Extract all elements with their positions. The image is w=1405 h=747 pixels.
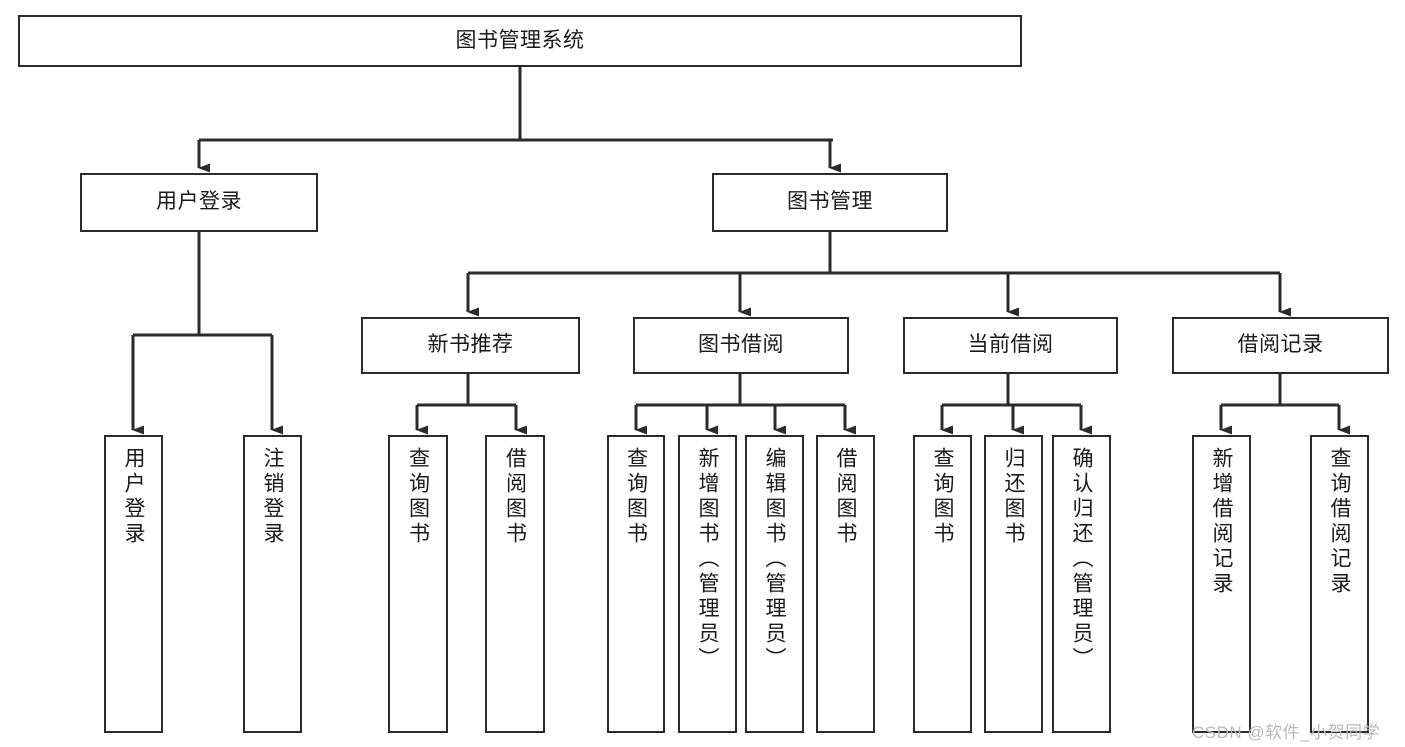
node-leaf-add-book[interactable]: 新增图书（管理员） [678,435,737,733]
node-new-book-rec[interactable]: 新书推荐 [361,317,580,374]
node-leaf-query-book-2[interactable]: 查询图书 [607,435,665,733]
node-leaf-edit-book-label: 编辑图书（管理员） [763,447,786,672]
node-leaf-query-book-1[interactable]: 查询图书 [388,435,448,733]
node-user-login-label: 用户登录 [156,190,242,214]
node-leaf-confirm-return-label: 确认归还（管理员） [1070,447,1093,672]
node-leaf-borrow-book-1-label: 借阅图书 [503,447,527,547]
node-leaf-borrow-book-2[interactable]: 借阅图书 [816,435,875,733]
node-root-label: 图书管理系统 [455,28,585,52]
node-leaf-add-record-label: 新增借阅记录 [1210,447,1233,597]
node-leaf-query-book-3[interactable]: 查询图书 [913,435,972,733]
node-leaf-user-login-label: 用户登录 [122,447,145,547]
node-leaf-return-book[interactable]: 归还图书 [984,435,1043,733]
node-book-manage[interactable]: 图书管理 [712,173,948,232]
node-leaf-query-book-1-label: 查询图书 [406,447,430,547]
node-leaf-query-record[interactable]: 查询借阅记录 [1310,435,1369,733]
node-leaf-add-book-label: 新增图书（管理员） [696,447,719,672]
node-leaf-query-book-2-label: 查询图书 [624,447,648,547]
node-current-borrow[interactable]: 当前借阅 [903,317,1118,374]
node-current-borrow-label: 当前借阅 [967,333,1054,357]
node-book-borrow-label: 图书借阅 [698,333,784,357]
node-root[interactable]: 图书管理系统 [18,15,1022,67]
node-leaf-edit-book[interactable]: 编辑图书（管理员） [745,435,804,733]
node-leaf-borrow-book-2-label: 借阅图书 [834,447,857,547]
node-leaf-confirm-return[interactable]: 确认归还（管理员） [1052,435,1111,733]
node-borrow-record[interactable]: 借阅记录 [1172,317,1389,374]
node-leaf-add-record[interactable]: 新增借阅记录 [1192,435,1251,733]
node-leaf-query-book-3-label: 查询图书 [931,447,954,547]
node-book-borrow[interactable]: 图书借阅 [633,317,849,374]
node-leaf-borrow-book-1[interactable]: 借阅图书 [485,435,545,733]
node-leaf-logout-label: 注销登录 [261,447,284,547]
node-leaf-logout[interactable]: 注销登录 [243,435,302,733]
csdn-watermark: CSDN @软件_小贺同学 [1192,723,1381,742]
node-leaf-return-book-label: 归还图书 [1002,447,1025,547]
node-borrow-record-label: 借阅记录 [1237,333,1324,357]
node-leaf-user-login[interactable]: 用户登录 [104,435,163,733]
node-leaf-query-record-label: 查询借阅记录 [1328,447,1351,597]
node-new-book-rec-label: 新书推荐 [427,333,514,357]
node-user-login[interactable]: 用户登录 [80,173,318,232]
node-book-manage-label: 图书管理 [787,190,873,214]
